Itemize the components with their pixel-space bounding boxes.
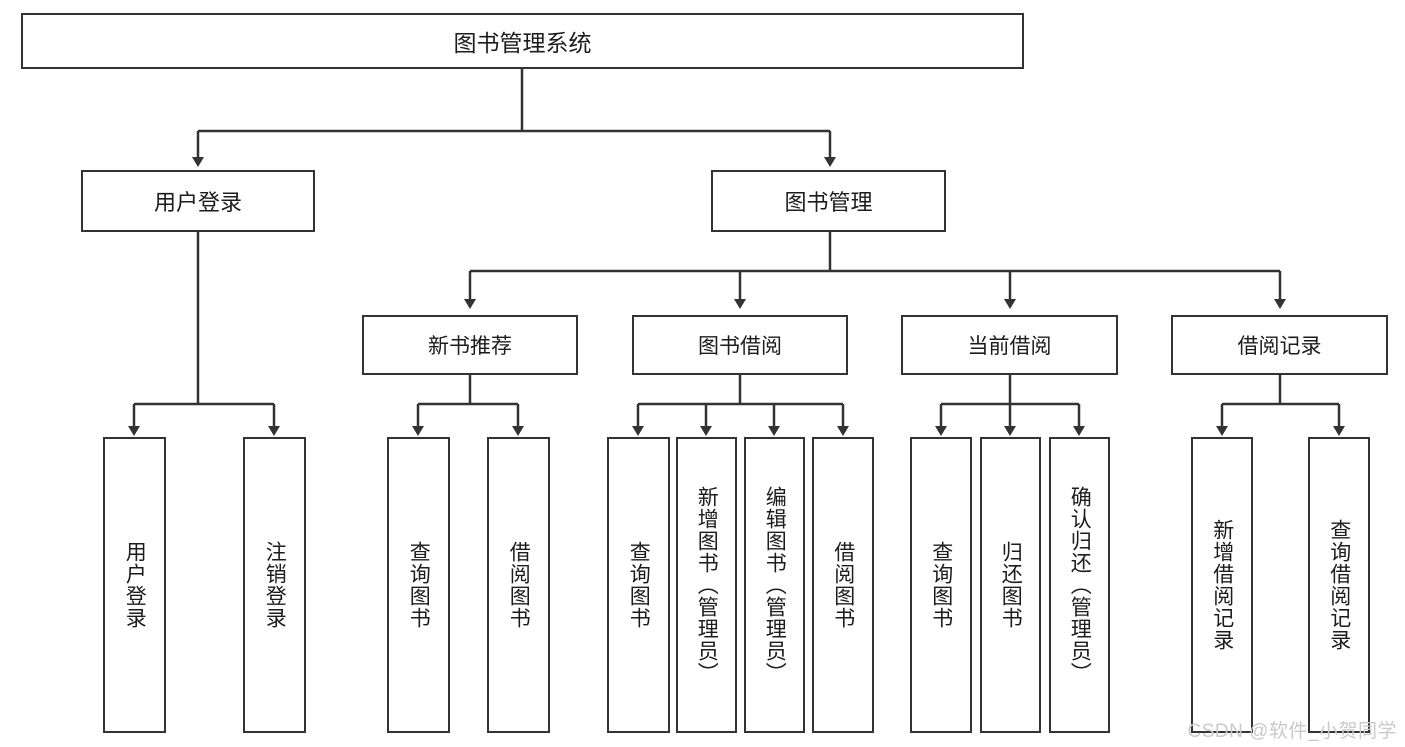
node-label: 当前借阅 [967, 335, 1052, 358]
leaf-current-borrow-confirm-return-admin[interactable]: 确认归还（管理员） [1049, 437, 1110, 733]
node-user-login[interactable]: 用户登录 [81, 170, 315, 232]
node-label: 查询图书 [627, 541, 651, 629]
leaf-current-borrow-return-book[interactable]: 归还图书 [980, 437, 1041, 733]
leaf-borrow-records-query-record[interactable]: 查询借阅记录 [1308, 437, 1370, 733]
leaf-new-book-query-book[interactable]: 查询图书 [387, 437, 450, 733]
node-label: 借阅图书 [507, 541, 531, 629]
node-label: 确认归还（管理员） [1068, 486, 1092, 684]
node-label: 图书管理 [784, 190, 873, 215]
node-label: 图书管理系统 [453, 30, 592, 56]
node-new-book-recommend[interactable]: 新书推荐 [362, 315, 578, 375]
leaf-borrow-records-add-record[interactable]: 新增借阅记录 [1191, 437, 1253, 733]
node-label: 用户登录 [123, 541, 147, 629]
leaf-book-borrow-add-book-admin[interactable]: 新增图书（管理员） [676, 437, 737, 733]
node-label: 图书借阅 [698, 335, 782, 358]
node-book-management[interactable]: 图书管理 [711, 170, 946, 232]
node-label: 归还图书 [999, 541, 1023, 629]
node-label: 新增图书（管理员） [695, 486, 719, 684]
leaf-new-book-borrow-book[interactable]: 借阅图书 [487, 437, 550, 733]
node-label: 编辑图书（管理员） [763, 486, 787, 684]
node-label: 新增借阅记录 [1210, 519, 1234, 651]
csdn-watermark: CSDN @软件_小贺同学 [1187, 721, 1397, 742]
node-label: 查询图书 [407, 541, 431, 629]
node-borrow-records[interactable]: 借阅记录 [1171, 315, 1388, 375]
node-label: 借阅图书 [831, 541, 855, 629]
leaf-book-borrow-query-book[interactable]: 查询图书 [607, 437, 670, 733]
node-label: 查询借阅记录 [1327, 519, 1351, 651]
leaf-current-borrow-query-book[interactable]: 查询图书 [910, 437, 972, 733]
node-current-borrow[interactable]: 当前借阅 [901, 315, 1118, 375]
node-label: 注销登录 [263, 541, 287, 629]
node-label: 用户登录 [153, 190, 242, 215]
node-book-borrow[interactable]: 图书借阅 [632, 315, 848, 375]
leaf-book-borrow-edit-book-admin[interactable]: 编辑图书（管理员） [744, 437, 805, 733]
leaf-user-login-logout[interactable]: 注销登录 [243, 437, 306, 733]
leaf-user-login-login[interactable]: 用户登录 [103, 437, 166, 733]
node-root-book-management-system[interactable]: 图书管理系统 [21, 13, 1024, 69]
node-label: 借阅记录 [1237, 335, 1322, 358]
node-label: 新书推荐 [428, 335, 512, 358]
leaf-book-borrow-borrow-book[interactable]: 借阅图书 [812, 437, 874, 733]
node-label: 查询图书 [929, 541, 953, 629]
